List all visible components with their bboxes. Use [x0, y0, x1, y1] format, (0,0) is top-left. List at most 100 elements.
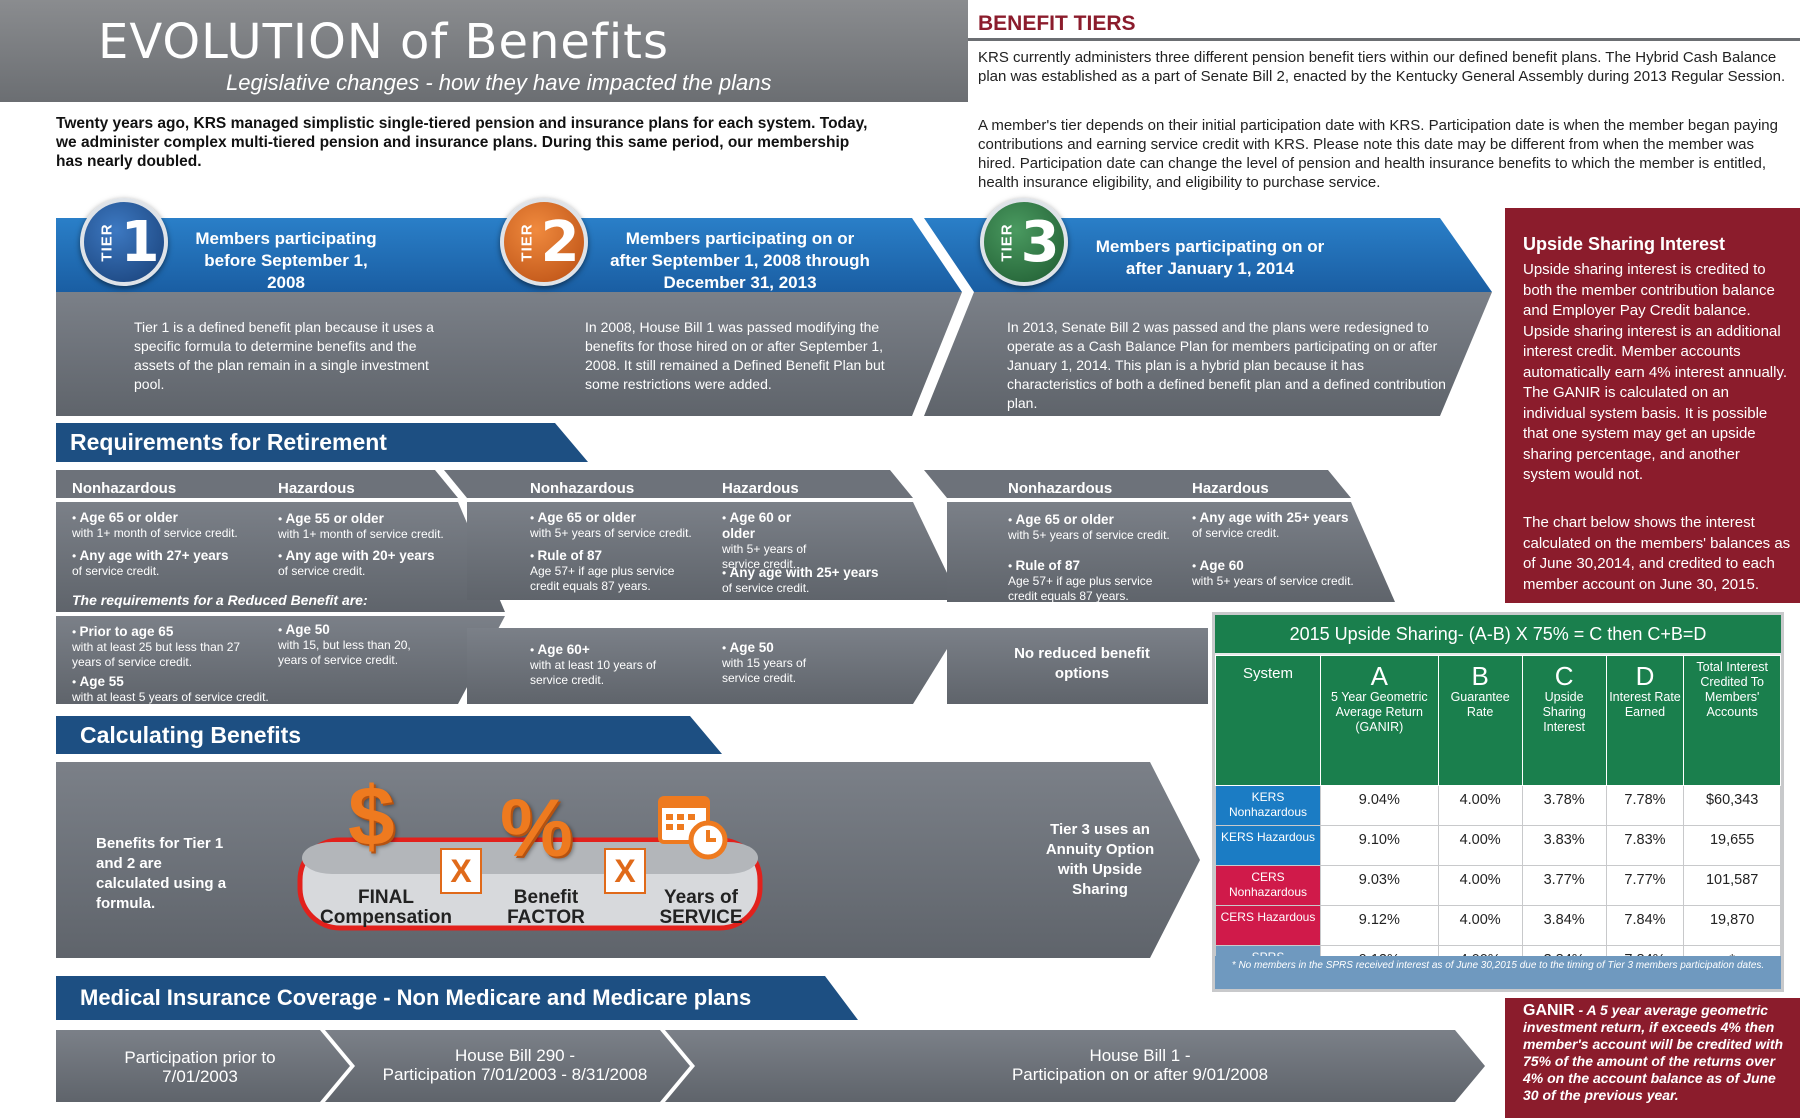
- table-cell-b: 4.00%: [1437, 905, 1523, 946]
- upside-sharing-paragraph-2: The chart below shows the interest calcu…: [1523, 514, 1791, 593]
- t3-haz-header: Hazardous: [1192, 480, 1269, 497]
- benefit-tiers-title: BENEFIT TIERS: [978, 12, 1136, 35]
- table-cell-sys: KERS Hazardous: [1214, 825, 1322, 866]
- intro-paragraph: Twenty years ago, KRS managed simplistic…: [56, 115, 868, 170]
- calendar-clock-icon: [656, 790, 728, 860]
- page-subtitle: Legislative changes - how they have impa…: [226, 70, 772, 95]
- column-label: System: [1243, 665, 1294, 682]
- final-compensation-label: FINAL Compensation: [320, 887, 452, 928]
- column-letter: D: [1635, 661, 1655, 691]
- tier-1-heading: Members participating before September 1…: [195, 229, 377, 292]
- table-cell-a: 9.10%: [1320, 825, 1439, 866]
- medical-step-1: Participation prior to 7/01/2003: [124, 1048, 276, 1086]
- table-cell-d: 7.78%: [1605, 785, 1685, 826]
- multiply-sign-1: X: [440, 848, 482, 894]
- table-cell-a: 9.12%: [1320, 905, 1439, 946]
- table-footnote: * No members in the SPRS received intere…: [1215, 956, 1781, 989]
- table-cell-c: 3.78%: [1521, 785, 1607, 826]
- tier-2-description: In 2008, House Bill 1 was passed modifyi…: [585, 319, 885, 392]
- medical-title: Medical Insurance Coverage - Non Medicar…: [80, 985, 752, 1010]
- title-banner: EVOLUTION of Benefits Legislative change…: [0, 0, 968, 102]
- table-cell-d: 7.84%: [1605, 905, 1685, 946]
- table-cell-c: 3.84%: [1521, 905, 1607, 946]
- column-label: Total Interest Credited To Members' Acco…: [1696, 660, 1768, 719]
- t3-nonhaz-header: Nonhazardous: [1008, 480, 1113, 497]
- table-cell-t: 19,870: [1683, 905, 1781, 946]
- table-cell-sys: KERS Nonhazardous: [1214, 785, 1322, 826]
- page-title: EVOLUTION of Benefits: [98, 14, 670, 70]
- column-letter: A: [1370, 661, 1388, 691]
- upside-sharing-paragraph-1: Upside sharing interest is credited to b…: [1523, 261, 1788, 483]
- column-letter: B: [1471, 661, 1489, 691]
- tier-2-heading: Members participating on or after Septem…: [610, 229, 870, 292]
- t2-nonhaz-header: Nonhazardous: [530, 480, 635, 497]
- table-cell-t: 19,655: [1683, 825, 1781, 866]
- tier-3-heading: Members participating on or after Januar…: [1095, 237, 1325, 278]
- benefit-tiers-paragraph-2: A member's tier depends on their initial…: [978, 117, 1778, 191]
- t1-reduced-label: The requirements for a Reduced Benefit a…: [72, 592, 368, 608]
- tier-3-description: In 2013, Senate Bill 2 was passed and th…: [1007, 319, 1446, 411]
- divider: [968, 38, 1800, 41]
- column-label: Interest Rate Earned: [1609, 690, 1681, 719]
- benefit-factor-label: Benefit FACTOR: [507, 887, 585, 928]
- table-cell-a: 9.03%: [1320, 865, 1439, 906]
- table-cell-d: 7.83%: [1605, 825, 1685, 866]
- table-cell-c: 3.77%: [1521, 865, 1607, 906]
- table-cell-t: $60,343: [1683, 785, 1781, 826]
- column-label: 5 Year Geometric Average Return (GANIR): [1331, 690, 1428, 734]
- table-cell-t: 101,587: [1683, 865, 1781, 906]
- column-label: Guarantee Rate: [1450, 690, 1510, 719]
- table-cell-sys: CERS Nonhazardous: [1214, 865, 1322, 906]
- dollar-icon: $: [348, 769, 395, 863]
- table-cell-a: 9.04%: [1320, 785, 1439, 826]
- years-of-service-label: Years of SERVICE: [659, 887, 743, 928]
- calc-tier3-text: Tier 3 uses an Annuity Option with Upsid…: [1045, 821, 1155, 898]
- calc-left-text: Benefits for Tier 1 and 2 are calculated…: [96, 835, 227, 912]
- benefit-tiers-paragraph-1: KRS currently administers three differen…: [978, 49, 1786, 85]
- t2-reduced-req-1: • Age 60+with at least 10 years of servi…: [530, 642, 657, 687]
- table-title: 2015 Upside Sharing- (A-B) X 75% = C the…: [1215, 615, 1781, 653]
- column-label: Upside Sharing Interest: [1542, 690, 1586, 734]
- table-cell-b: 4.00%: [1437, 865, 1523, 906]
- table-cell-sys: CERS Hazardous: [1214, 905, 1322, 946]
- upside-sharing-title: Upside Sharing Interest: [1523, 234, 1726, 254]
- medical-step-3: House Bill 1 -Participation on or after …: [1011, 1046, 1269, 1084]
- table-header-cell: System: [1214, 655, 1322, 786]
- tier-1-description: Tier 1 is a defined benefit plan because…: [134, 319, 434, 392]
- t2-reduced-label: The requirements for a Reduced Benefit a…: [532, 607, 828, 623]
- upside-sharing-table-panel: 2015 Upside Sharing- (A-B) X 75% = C the…: [1212, 612, 1784, 992]
- multiply-sign-2: X: [604, 848, 646, 894]
- percent-icon: %: [500, 783, 573, 874]
- table-cell-c: 3.83%: [1521, 825, 1607, 866]
- ganir-definition: GANIR - A 5 year average geometric inves…: [1505, 998, 1800, 1118]
- table-cell-d: 7.77%: [1605, 865, 1685, 906]
- medical-step-2: House Bill 290 -Participation 7/01/2003 …: [382, 1046, 648, 1084]
